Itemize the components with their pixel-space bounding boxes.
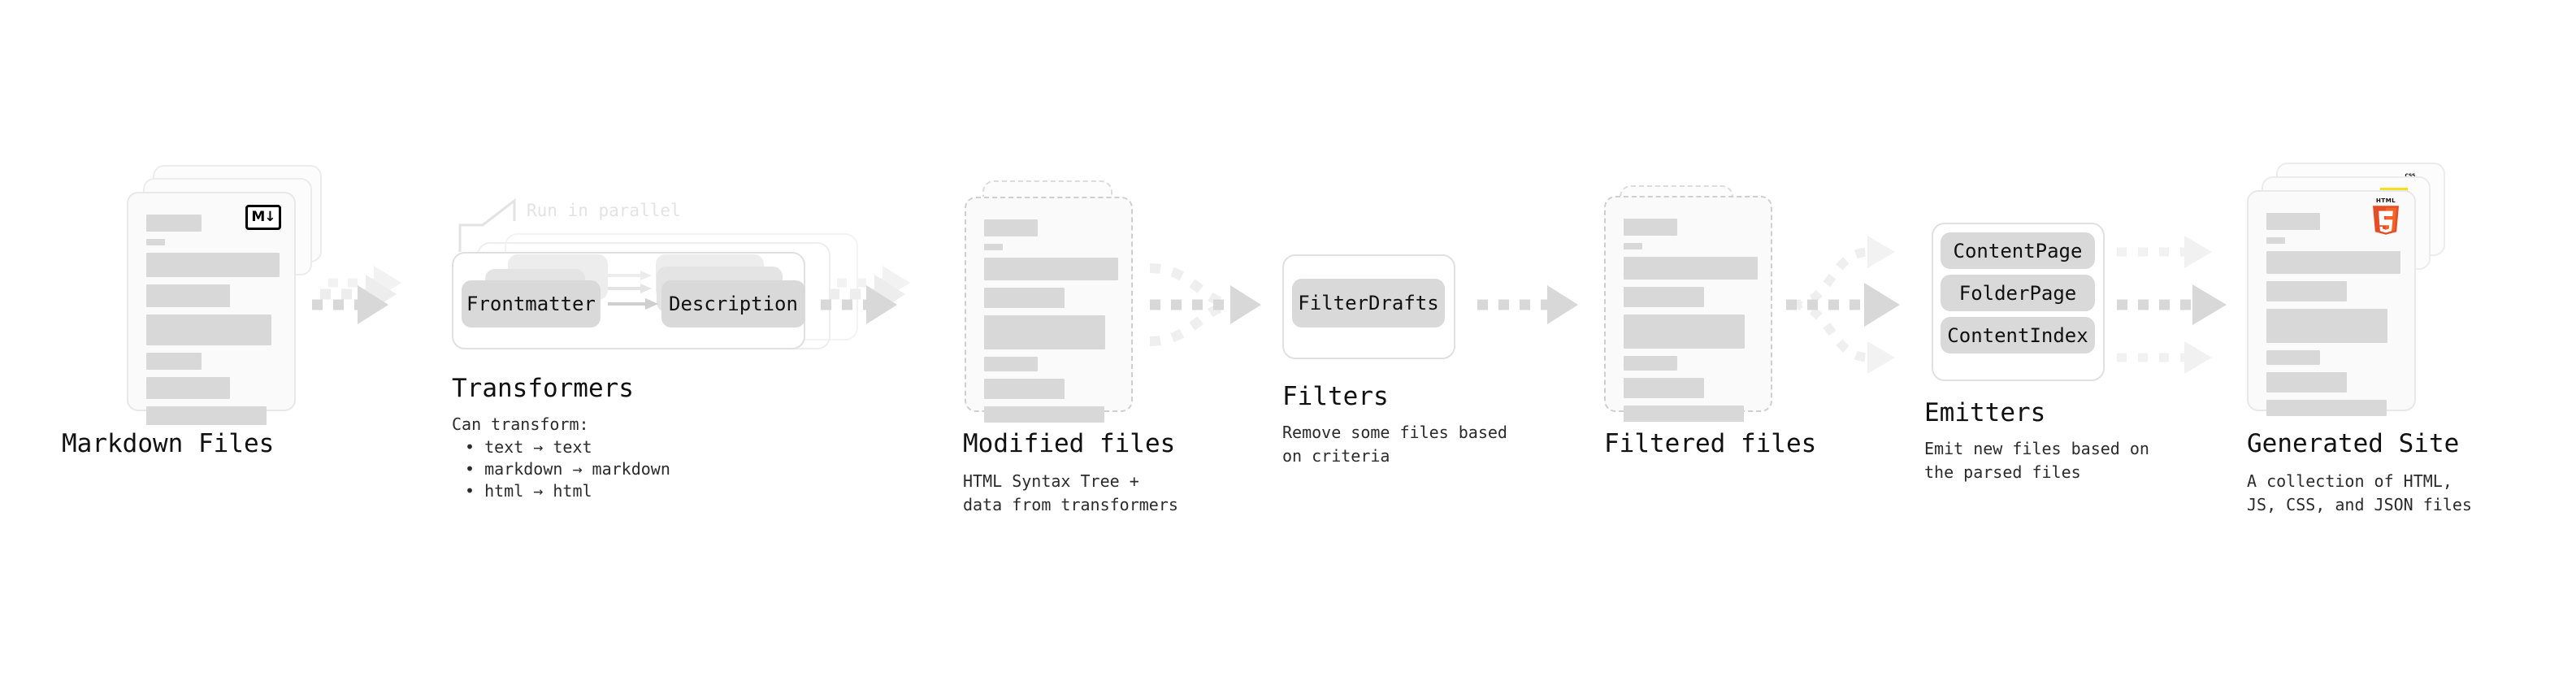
content-bar [1624, 406, 1744, 422]
content-bar [146, 253, 280, 277]
arrow-modified-to-filters [1149, 263, 1261, 346]
markdown-document-content [146, 215, 280, 432]
filters-subtitle: Remove some files based on criteria [1282, 423, 1507, 466]
content-bar [1624, 219, 1677, 236]
transformer-chip-frontmatter-label: Frontmatter [466, 293, 596, 315]
content-bar [984, 357, 1038, 371]
content-bar [1624, 243, 1642, 249]
stage-title-generated-site: Generated Site [2247, 429, 2460, 458]
modified-files-subtitle: HTML Syntax Tree + data from transformer… [963, 471, 1178, 514]
arrow-markdown-to-transformers [312, 266, 401, 324]
generated-site-document: HTML [2247, 190, 2416, 416]
filter-chip-filterdrafts[interactable]: FilterDrafts [1292, 279, 1445, 327]
emitter-chip-folderpage[interactable]: FolderPage [1941, 275, 2095, 311]
transformers-subtitle-head: Can transform: [452, 414, 589, 434]
content-bar [984, 379, 1065, 399]
arrow-emitters-to-site [2117, 236, 2227, 374]
transformers-bullet-1: • markdown → markdown [465, 459, 670, 479]
filtered-files-document [1604, 196, 1772, 422]
content-bar [146, 314, 271, 345]
content-bar [984, 406, 1104, 423]
content-bar [984, 219, 1038, 236]
content-bar [2266, 400, 2387, 416]
content-bar [984, 258, 1118, 280]
stage-title-markdown-files: Markdown Files [62, 429, 275, 458]
content-bar [2266, 309, 2387, 343]
content-bar [2266, 372, 2347, 393]
arrow-filters-to-filtered [1477, 285, 1578, 324]
content-bar [984, 244, 1003, 250]
generated-site-subtitle: A collection of HTML, JS, CSS, and JSON … [2247, 471, 2472, 514]
stage-title-filters: Filters [1282, 382, 1389, 411]
transformers-bullet-2: • html → html [465, 481, 592, 501]
filter-chip-filterdrafts-label: FilterDrafts [1298, 292, 1439, 314]
emitter-chip-contentindex-label: ContentIndex [1947, 323, 2088, 347]
content-bar [2266, 213, 2320, 230]
content-bar [2266, 237, 2285, 244]
content-bar [1624, 257, 1758, 280]
stage-title-emitters: Emitters [1924, 398, 2046, 427]
generated-site-content [2266, 213, 2400, 423]
content-bar [146, 377, 230, 399]
modified-files-document [965, 197, 1133, 423]
svg-text:HTML: HTML [2376, 197, 2396, 204]
content-bar [146, 406, 267, 425]
content-bar [1624, 314, 1745, 349]
emitter-chip-contentpage[interactable]: ContentPage [1941, 232, 2095, 269]
transformer-chip-description-label: Description [669, 293, 798, 315]
content-bar [1624, 287, 1704, 307]
stage-title-modified-files: Modified files [963, 429, 1176, 458]
transformer-chip-frontmatter[interactable]: Frontmatter [462, 280, 601, 327]
content-bar [2266, 281, 2347, 301]
content-bar [146, 353, 202, 370]
content-bar [146, 284, 230, 307]
markdown-badge-label: M↓ [251, 209, 275, 225]
modified-files-content [984, 219, 1118, 430]
emitter-chip-contentindex[interactable]: ContentIndex [1941, 317, 2095, 354]
content-bar [1624, 356, 1677, 371]
content-bar [146, 215, 202, 232]
html5-badge-icon: HTML [2369, 197, 2403, 236]
transformer-chip-description[interactable]: Description [661, 280, 805, 327]
content-bar [1624, 378, 1704, 398]
transformers-bullet-0: • text → text [465, 437, 592, 457]
content-bar [146, 239, 165, 245]
content-bar [984, 315, 1105, 349]
arrow-filtered-to-emitters [1786, 236, 1900, 374]
content-bar [2266, 251, 2400, 274]
markdown-badge-icon: M↓ [245, 205, 281, 230]
css3-badge-label: CSS [2405, 174, 2416, 179]
emitter-chip-contentpage-label: ContentPage [1953, 239, 2083, 262]
emitters-subtitle: Emit new files based on the parsed files [1924, 439, 2149, 482]
run-in-parallel-note: Run in parallel [527, 201, 681, 220]
stage-title-filtered-files: Filtered files [1604, 429, 1817, 458]
filtered-files-content [1624, 219, 1758, 429]
content-bar [984, 288, 1065, 308]
markdown-document: M↓ [127, 192, 296, 425]
content-bar [2266, 350, 2320, 365]
stage-title-transformers: Transformers [452, 374, 634, 403]
emitter-chip-folderpage-label: FolderPage [1958, 281, 2077, 305]
